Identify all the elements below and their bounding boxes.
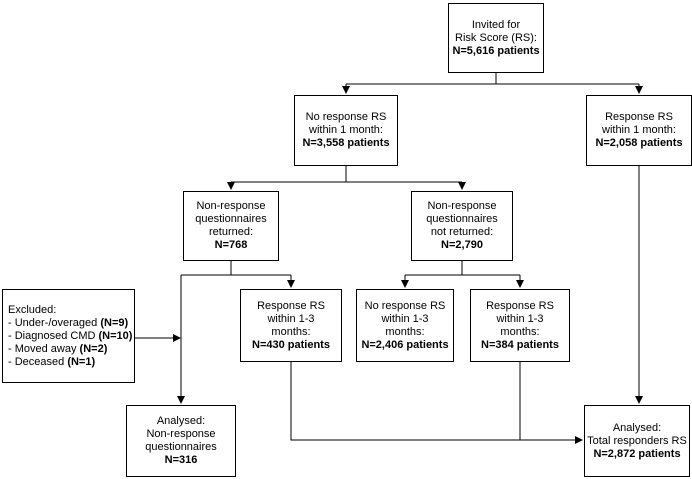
- node-line: within 1-3: [381, 312, 429, 325]
- connector-invited-split: [346, 73, 639, 85]
- node-line: questionnaires: [426, 213, 498, 225]
- node-line: No response RS: [305, 111, 387, 123]
- node-line: Invited for: [471, 18, 521, 31]
- node-line: within 1-3: [496, 312, 544, 325]
- node-line: Response RS: [605, 111, 673, 123]
- node-line: Analysed:: [612, 421, 662, 434]
- node-count: N=430 patients: [252, 338, 330, 351]
- node-excluded: Excluded: - Under-/overaged (N=9) - Diag…: [2, 289, 135, 383]
- node-line: not returned:: [430, 226, 494, 238]
- node-response-1m: Response RS within 1 month: N=2,058 pati…: [586, 95, 692, 166]
- node-line: within 1 month:: [602, 124, 676, 136]
- connector-returned-split: [181, 261, 291, 276]
- excluded-item: - Under-/overaged (N=9): [8, 316, 129, 329]
- node-nonresp-not-returned: Non-response questionnaires not returned…: [411, 191, 513, 261]
- node-count: N=316: [164, 454, 198, 466]
- node-line: within 1 month:: [309, 124, 383, 136]
- node-line: No response RS: [364, 299, 446, 312]
- arrow-response-a-to-total: [290, 362, 583, 444]
- node-count: N=5,616 patients: [452, 44, 540, 57]
- excluded-item: - Moved away (N=2): [8, 342, 108, 355]
- node-line: within 1-3: [267, 312, 315, 325]
- excluded-item: - Deceased (N=1): [8, 355, 96, 368]
- connector-not-returned-split: [405, 261, 520, 276]
- node-line: Total responders RS: [587, 434, 687, 447]
- node-count: N=2,790: [441, 239, 483, 251]
- node-line: Non-response: [196, 200, 266, 212]
- node-count: N=768: [214, 239, 248, 251]
- excluded-item: - Diagnosed CMD (N=10): [8, 329, 133, 342]
- node-line: questionnaires: [145, 441, 217, 453]
- node-no-response-1m: No response RS within 1 month: N=3,558 p…: [294, 95, 398, 166]
- node-count: N=2,872 patients: [593, 447, 681, 460]
- node-line: months:: [271, 325, 311, 338]
- node-count: N=3,558 patients: [302, 137, 390, 149]
- node-line: Analysed:: [156, 415, 206, 427]
- excluded-title: Excluded:: [8, 303, 57, 316]
- node-line: returned:: [208, 226, 254, 238]
- node-line: Non-response: [146, 428, 216, 440]
- node-analysed-total: Analysed: Total responders RS N=2,872 pa…: [584, 405, 690, 477]
- node-no-response-1-3m: No response RS within 1-3 months: N=2,40…: [356, 289, 454, 362]
- node-line: Non-response: [427, 200, 497, 212]
- node-count: N=2,406 patients: [361, 338, 449, 351]
- node-line: Response RS: [257, 299, 325, 312]
- node-response-1-3m-b: Response RS within 1-3 months: N=384 pat…: [470, 289, 570, 362]
- connector-no-response-split: [231, 166, 462, 183]
- node-line: questionnaires: [195, 213, 267, 225]
- node-line: Risk Score (RS):: [455, 31, 537, 44]
- node-analysed-nonresp: Analysed: Non-response questionnaires N=…: [126, 405, 236, 477]
- node-invited: Invited for Risk Score (RS): N=5,616 pat…: [448, 3, 544, 73]
- node-count: N=2,058 patients: [595, 137, 683, 149]
- node-response-1-3m-a: Response RS within 1-3 months: N=430 pat…: [240, 289, 342, 362]
- node-count: N=384 patients: [481, 338, 559, 351]
- node-line: months:: [500, 325, 540, 338]
- node-line: Response RS: [486, 299, 554, 312]
- node-nonresp-returned: Non-response questionnaires returned: N=…: [183, 191, 279, 261]
- node-line: months:: [385, 325, 425, 338]
